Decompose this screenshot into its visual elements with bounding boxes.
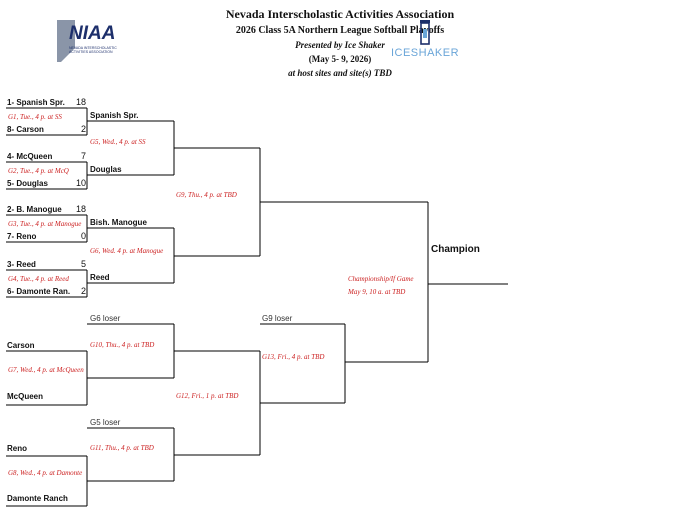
lb-team-carson: Carson [7, 341, 35, 350]
score-mcqueen: 7 [80, 151, 86, 161]
game-g11: G11, Thu., 4 p. at TBD [90, 444, 154, 452]
event-sites: at host sites and site(s) TBD [288, 68, 392, 78]
team-bishop-manogue: 2- B. Manogue [7, 205, 62, 214]
score-damonte-ranch: 2 [80, 286, 86, 296]
game-g10: G10, Thu., 4 p. at TBD [90, 341, 155, 349]
niaa-tagline: NEVADA INTERSCHOLASTIC ACTIVITIES ASSOCI… [69, 46, 117, 54]
game-g6: G6, Wed. 4 p. at Manogue [90, 247, 164, 255]
iceshaker-logo: ICESHAKER [386, 20, 464, 62]
game-g5: G5, Wed., 4 p. at SS [90, 138, 146, 146]
score-douglas: 10 [75, 178, 86, 188]
event-dates: (May 5- 9, 2026) [308, 54, 372, 64]
g5-loser-slot: G5 loser [90, 418, 121, 427]
niaa-wordmark: NIAA [69, 23, 116, 44]
team-carson: 8- Carson [7, 125, 44, 134]
lb-team-reno: Reno [7, 444, 27, 453]
presented-by: Presented by Ice Shaker [295, 40, 385, 50]
org-title: Nevada Interscholastic Activities Associ… [225, 7, 455, 21]
game-g12: G12, Fri., 1 p. at TBD [176, 392, 239, 400]
team-damonte-ranch: 6- Damonte Ran. [7, 287, 71, 296]
r2-team-bishop-manogue: Bish. Manogue [90, 218, 147, 227]
score-spanish-springs: 18 [75, 97, 86, 107]
nevada-state-icon [57, 20, 75, 62]
game-g7: G7, Wed., 4 p. at McQueen [8, 366, 84, 374]
event-title: 2026 Class 5A Northern League Softball P… [235, 25, 445, 36]
r2-team-spanish-springs: Spanish Spr. [90, 111, 139, 120]
lb-team-mcqueen: McQueen [7, 392, 44, 401]
score-carson: 2 [80, 124, 86, 134]
team-reed: 3- Reed [7, 260, 36, 269]
championship-game: Championship/If Game [348, 275, 414, 283]
championship-date: May 9, 10 a. at TBD [348, 288, 406, 296]
r2-team-reed: Reed [90, 273, 110, 282]
game-g13: G13, Fri., 4 p. at TBD [262, 353, 325, 361]
niaa-logo: NIAA NEVADA INTERSCHOLASTIC ACTIVITIES A… [55, 18, 127, 64]
shaker-bottle-icon [420, 20, 430, 45]
game-g9: G9, Thu., 4 p. at TBD [176, 191, 237, 199]
lb-team-damonte-ranch: Damonte Ranch [7, 494, 68, 503]
r2-team-douglas: Douglas [90, 165, 122, 174]
score-bishop-manogue: 18 [75, 204, 86, 214]
game-g4: G4, Tue., 4 p. at Reed [8, 275, 69, 283]
score-reed: 5 [80, 259, 86, 269]
champion-label: Champion [431, 244, 480, 255]
g9-loser-slot: G9 loser [262, 314, 293, 323]
team-mcqueen: 4- McQueen [7, 152, 53, 161]
game-g2: G2, Tue., 4 p. at McQ [8, 167, 69, 175]
game-g3: G3, Tue., 4 p. at Manogue [8, 220, 82, 228]
team-douglas: 5- Douglas [7, 179, 48, 188]
score-reno: 0 [80, 231, 86, 241]
g6-loser-slot: G6 loser [90, 314, 121, 323]
team-reno: 7- Reno [7, 232, 37, 241]
game-g1: G1, Tue., 4 p. at SS [8, 113, 62, 121]
iceshaker-wordmark: ICESHAKER [390, 47, 460, 59]
game-g8: G8, Wed., 4 p. at Damonte [8, 469, 83, 477]
team-spanish-springs: 1- Spanish Spr. [7, 98, 65, 107]
